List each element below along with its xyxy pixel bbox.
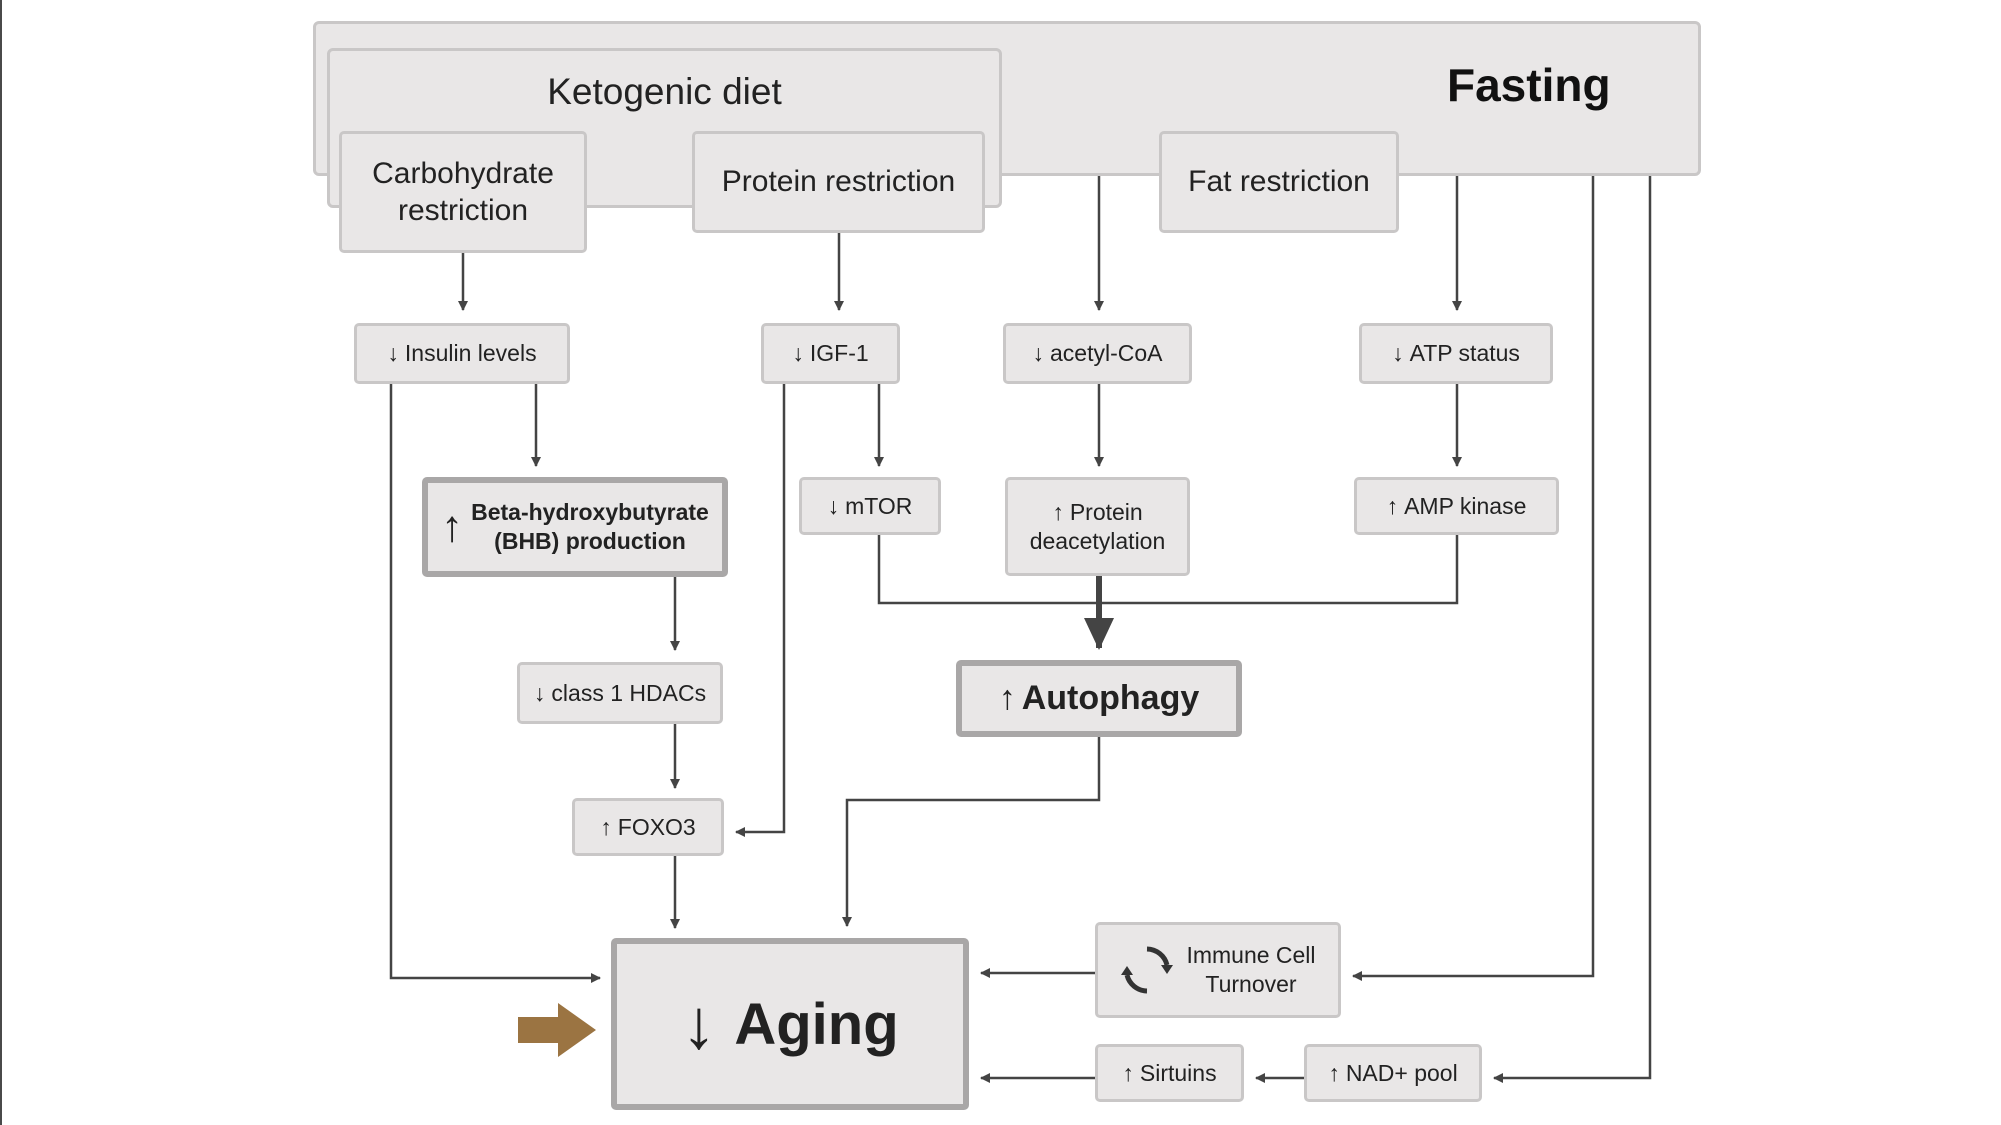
class1-hdacs-label: class 1 HDACs: [551, 679, 707, 706]
sirtuins-label: Sirtuins: [1139, 1059, 1217, 1086]
down-arrow-icon: ↓: [681, 985, 717, 1063]
carb-restriction-line2: restriction: [397, 194, 529, 227]
up-arrow-icon: ↑: [1122, 1059, 1134, 1086]
insulin-levels-box: ↓Insulin levels: [354, 323, 570, 384]
down-arrow-icon: ↓: [387, 340, 399, 367]
igf1-label: IGF-1: [809, 340, 869, 367]
class1-hdacs-box: ↓class 1 HDACs: [517, 662, 723, 724]
acetyl-coa-label: acetyl-CoA: [1050, 340, 1163, 367]
carbohydrate-restriction-box: Carbohydrate restriction: [339, 131, 587, 253]
up-arrow-icon: ↑: [1328, 1059, 1340, 1086]
nad-pool-box: ↑NAD+ pool: [1304, 1044, 1482, 1102]
protein-restriction-box: Protein restriction: [692, 131, 985, 233]
down-arrow-icon: ↓: [827, 492, 840, 519]
mtor-label: mTOR: [845, 492, 913, 519]
up-arrow-icon: ↑: [600, 813, 612, 840]
up-arrow-icon: ↑: [998, 679, 1016, 717]
igf1-box: ↓IGF-1: [761, 323, 900, 384]
mtor-box: ↓mTOR: [799, 477, 941, 535]
aging-label: Aging: [734, 991, 899, 1057]
protein-restriction-label: Protein restriction: [721, 165, 956, 199]
acetyl-coa-box: ↓acetyl-CoA: [1003, 323, 1192, 384]
nad-pool-label: NAD+ pool: [1345, 1059, 1458, 1086]
immune-line1: Immune Cell: [1186, 942, 1316, 969]
autophagy-box: ↑Autophagy: [956, 660, 1242, 737]
fat-restriction-label: Fat restriction: [1188, 165, 1370, 199]
fasting-label: Fasting: [1447, 59, 1611, 111]
ketogenic-diet-label: Ketogenic diet: [547, 71, 782, 112]
up-arrow-icon: ↑: [1052, 498, 1064, 525]
up-arrow-icon: ↑: [441, 502, 464, 551]
immune-line2: Turnover: [1205, 971, 1297, 997]
aging-box: ↓ Aging: [611, 938, 969, 1110]
protein-deacetylation-line2: deacetylation: [1029, 527, 1166, 554]
atp-status-label: ATP status: [1409, 340, 1520, 367]
atp-status-box: ↓ATP status: [1359, 323, 1553, 384]
down-arrow-icon: ↓: [1392, 340, 1404, 367]
amp-kinase-box: ↑AMP kinase: [1354, 477, 1559, 535]
brown-arrow-icon: [518, 1003, 596, 1057]
protein-deacetylation-line1: Protein: [1069, 498, 1143, 525]
foxo3-label: FOXO3: [617, 813, 696, 840]
sirtuins-box: ↑Sirtuins: [1095, 1044, 1244, 1102]
left-edge-line: [0, 0, 2, 1125]
amp-kinase-label: AMP kinase: [1404, 492, 1527, 519]
autophagy-label: Autophagy: [1021, 679, 1200, 717]
down-arrow-icon: ↓: [792, 340, 804, 367]
down-arrow-icon: ↓: [1032, 340, 1045, 367]
bhb-line2: (BHB) production: [494, 528, 686, 554]
insulin-levels-label: Insulin levels: [404, 340, 537, 367]
bhb-production-box: ↑ Beta-hydroxybutyrate (BHB) production: [422, 477, 728, 577]
foxo3-box: ↑FOXO3: [572, 798, 724, 856]
recycle-cycle-icon: [1121, 946, 1174, 994]
bhb-line1: Beta-hydroxybutyrate: [471, 499, 709, 526]
immune-cell-turnover-box: Immune Cell Turnover: [1095, 922, 1341, 1018]
down-arrow-icon: ↓: [533, 679, 546, 706]
protein-deacetylation-box: ↑Protein deacetylation: [1005, 477, 1190, 576]
carb-restriction-line1: Carbohydrate: [372, 156, 554, 190]
up-arrow-icon: ↑: [1386, 492, 1399, 519]
fat-restriction-box: Fat restriction: [1159, 131, 1399, 233]
